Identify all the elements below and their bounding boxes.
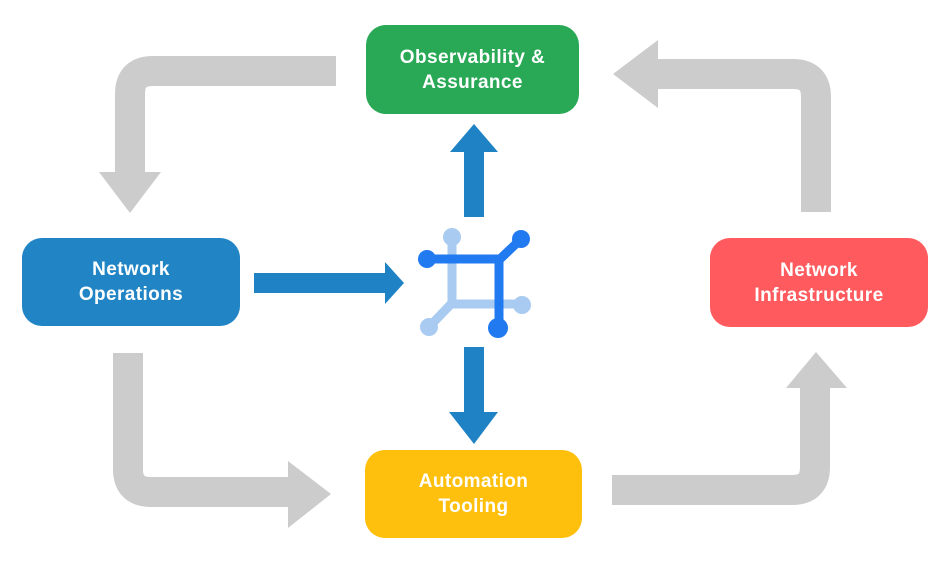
arrow-operations-to-automation	[113, 353, 331, 528]
node-network-operations: Network Operations	[22, 238, 240, 326]
arrow-center-icon-to-automation	[449, 347, 498, 444]
node-label-line: Infrastructure	[754, 284, 884, 306]
node-automation-tooling: Automation Tooling	[365, 450, 582, 538]
arrow-automation-to-infrastructure	[612, 352, 847, 505]
arrow-infrastructure-to-observability	[613, 40, 831, 212]
node-label-line: Automation	[418, 471, 529, 492]
node-network-infrastructure: Network Infrastructure	[710, 238, 928, 327]
node-label-line: Assurance	[422, 71, 523, 93]
arrow-center-icon-to-observability	[450, 124, 498, 217]
node-label-line: Network	[92, 259, 170, 280]
node-label-line: Operations	[78, 284, 184, 305]
node-observability-assurance: Observability & Assurance	[366, 25, 579, 114]
node-label-line: Tooling	[438, 496, 509, 517]
network-mesh-icon	[418, 228, 531, 338]
arrow-operations-to-center-icon	[254, 262, 404, 304]
node-label-line: Observability &	[399, 46, 546, 68]
arrow-observability-to-operations	[99, 56, 336, 213]
node-label-line: Network	[780, 259, 858, 281]
